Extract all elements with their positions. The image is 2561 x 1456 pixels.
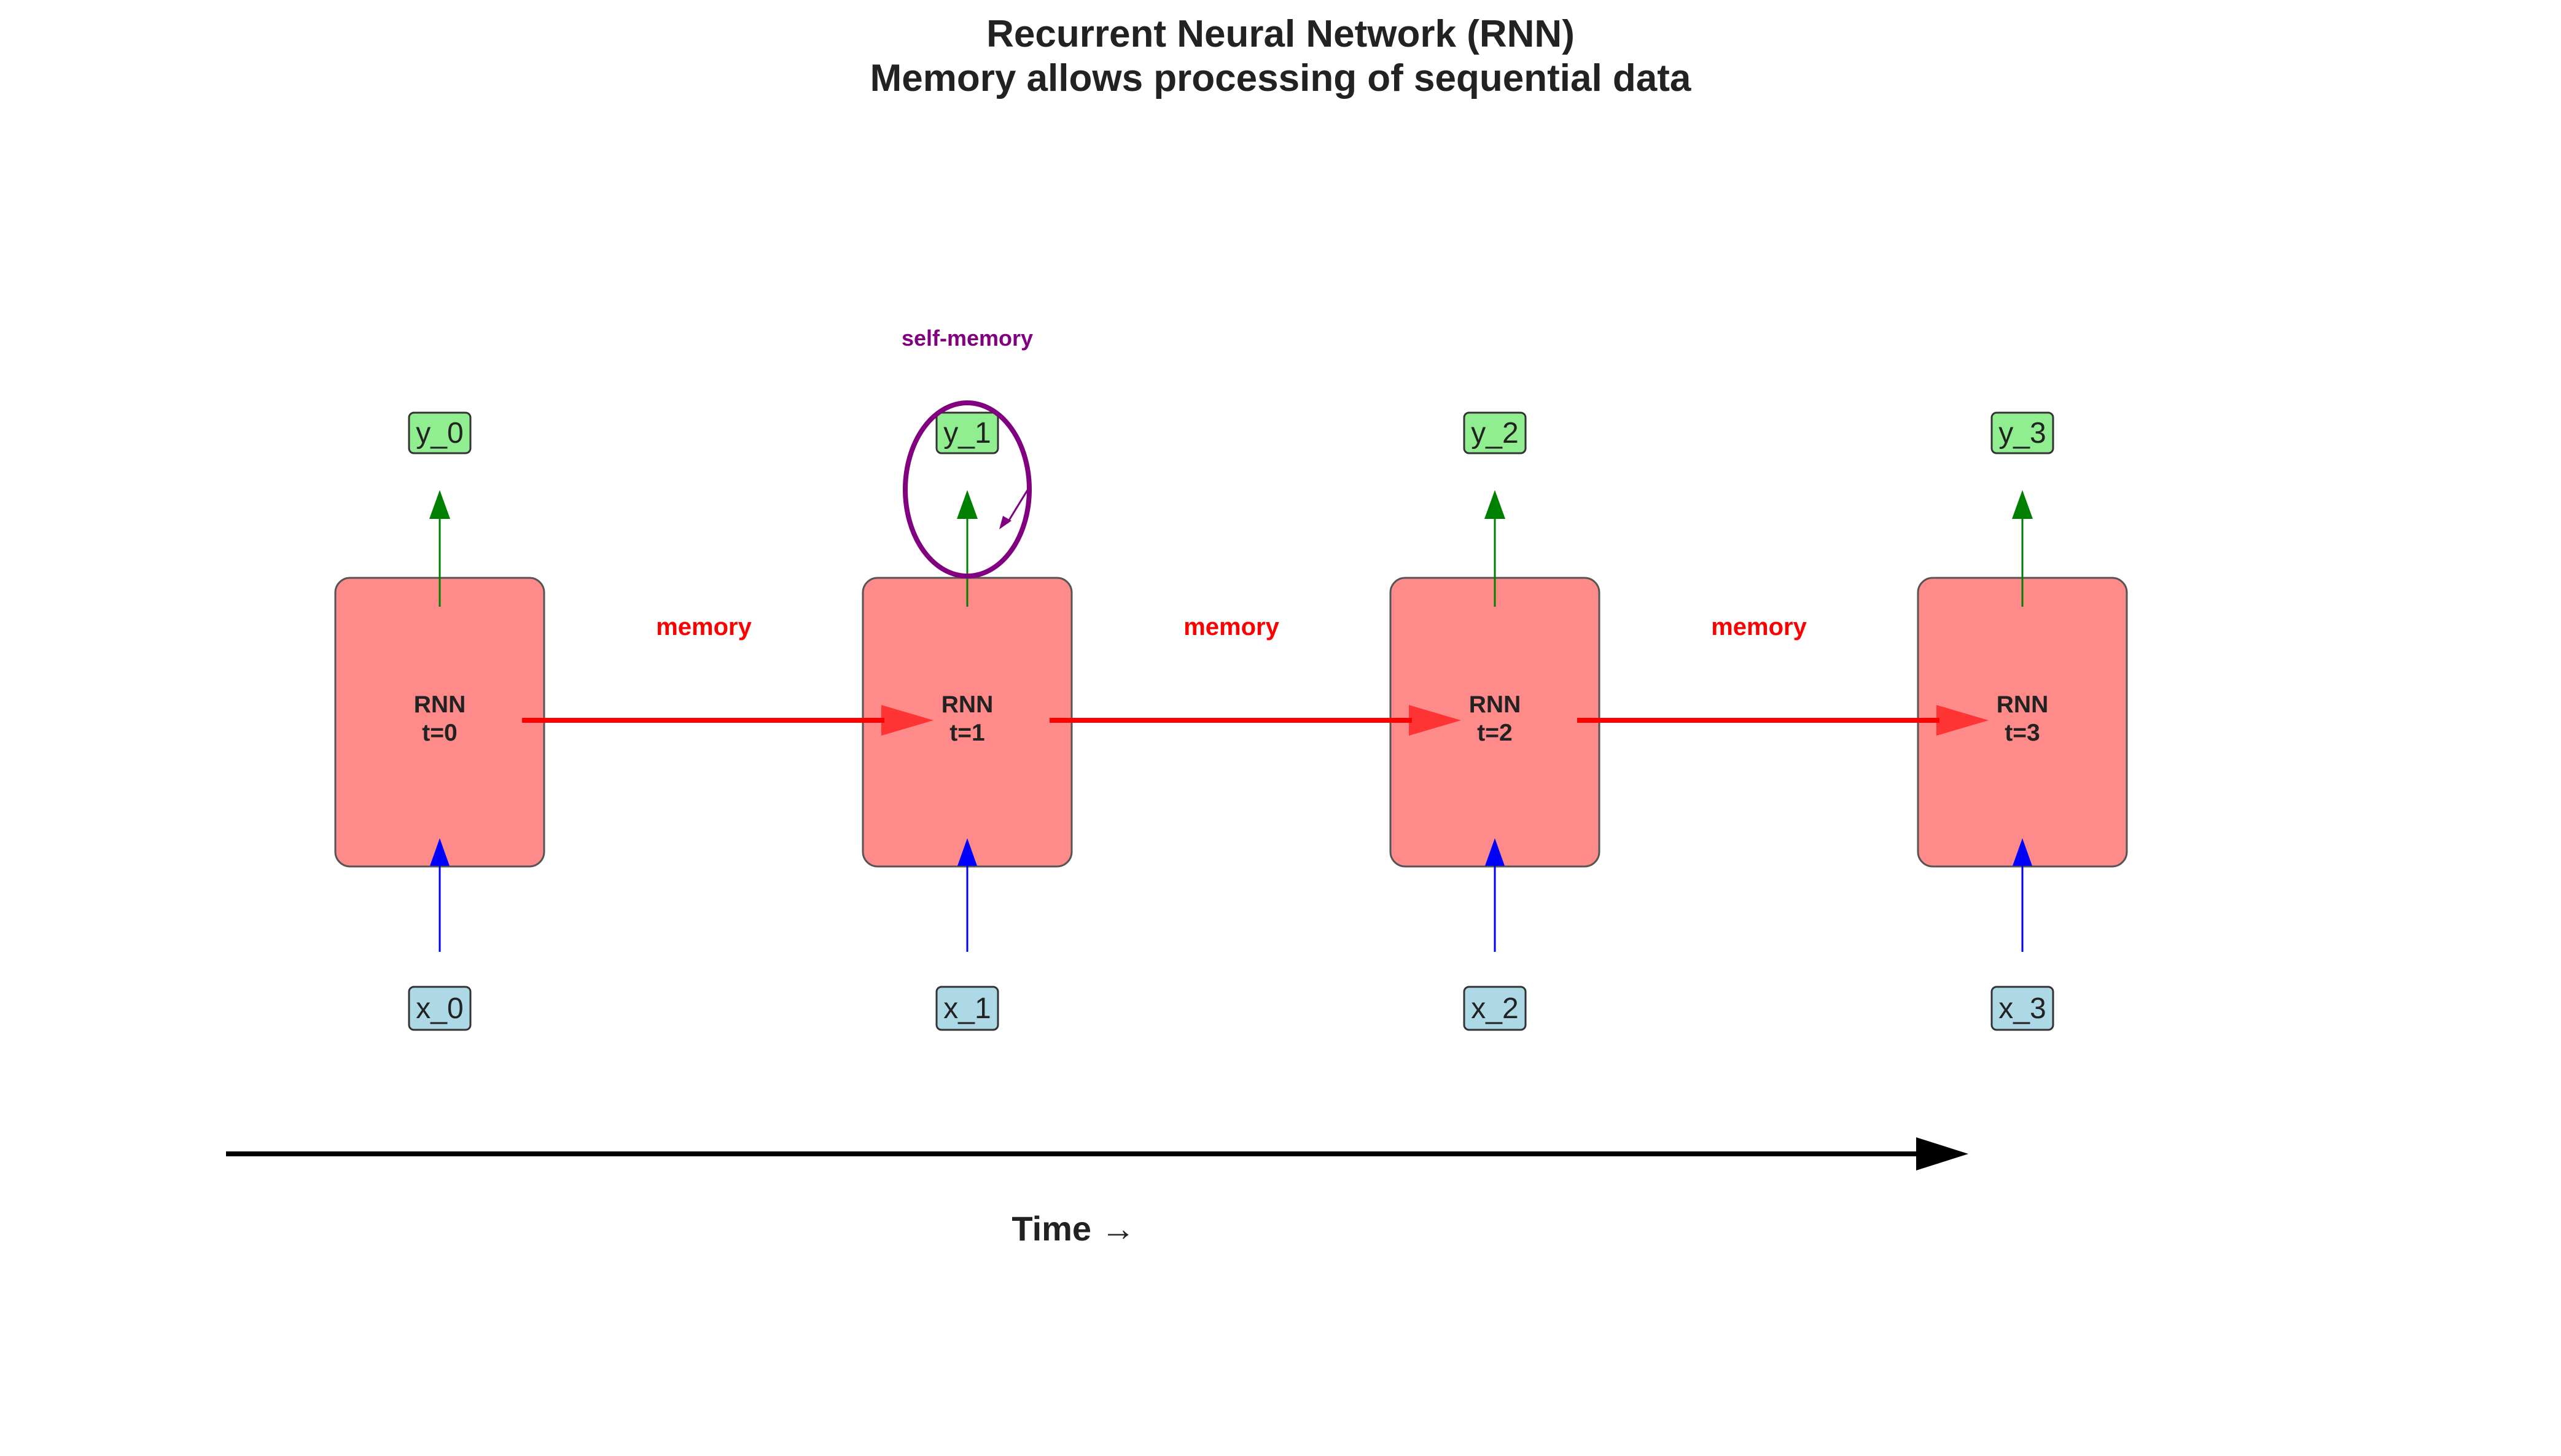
rnn-cell-label: RNN	[1469, 691, 1521, 718]
memory-label: memory	[656, 613, 752, 640]
rnn-cell-label: RNN	[1997, 691, 2049, 718]
rnn-time-label: t=0	[422, 720, 457, 746]
rnn-cell-label: RNN	[941, 691, 994, 718]
memory-arrow-head	[1409, 705, 1461, 736]
memory-label: memory	[1711, 613, 1807, 640]
rnn-time-label: t=1	[949, 720, 984, 746]
memory-link: memory	[1577, 613, 1989, 736]
output-box	[1463, 411, 1527, 454]
memory-link: memory	[522, 613, 934, 736]
rnn-step: RNN t=0 x_0 y_0	[334, 411, 545, 1031]
rnn-time-label: t=3	[2005, 720, 2040, 746]
time-axis-label: Time →	[1012, 1209, 1135, 1248]
output-arrow-head	[1484, 490, 1505, 519]
self-memory-arrow-head	[999, 516, 1012, 529]
rnn-cell-label: RNN	[414, 691, 466, 718]
output-label: y_0	[416, 417, 463, 450]
output-arrow-head	[429, 490, 450, 519]
input-box	[935, 986, 999, 1031]
output-label: y_2	[1471, 417, 1518, 450]
input-arrow-head	[430, 838, 450, 866]
memory-link: memory	[1050, 613, 1461, 736]
memory-label: memory	[1183, 613, 1279, 640]
input-box	[408, 986, 472, 1031]
input-label: x_2	[1471, 992, 1518, 1025]
time-axis: Time →	[226, 1137, 1968, 1248]
input-label: x_0	[416, 992, 463, 1025]
input-label: x_1	[943, 992, 991, 1025]
diagram-subtitle: Memory allows processing of sequential d…	[870, 57, 1691, 99]
diagram-title: Recurrent Neural Network (RNN)	[986, 13, 1575, 55]
input-label: x_3	[1998, 992, 2046, 1025]
output-box	[935, 411, 999, 454]
self-memory-loop: self-memory	[902, 325, 1033, 578]
input-box	[1463, 986, 1527, 1031]
input-arrow-head	[2013, 838, 2032, 866]
input-arrow-head	[957, 838, 977, 866]
output-label: y_3	[1998, 417, 2046, 450]
output-arrow-head	[957, 490, 978, 519]
rnn-step: RNN t=3 x_3 y_3	[1917, 411, 2128, 1031]
self-memory-label: self-memory	[902, 325, 1033, 351]
input-box	[1990, 986, 2054, 1031]
self-memory-ellipse	[903, 400, 1032, 578]
memory-arrow-head	[881, 705, 934, 736]
output-box	[1990, 411, 2054, 454]
output-arrow-head	[2012, 490, 2033, 519]
output-label: y_1	[943, 417, 991, 450]
rnn-time-label: t=2	[1477, 720, 1512, 746]
output-box	[408, 411, 472, 454]
input-arrow-head	[1485, 838, 1505, 866]
self-memory-arrow	[1006, 485, 1032, 524]
memory-arrow-head	[1936, 705, 1989, 736]
time-axis-arrow-head	[1916, 1137, 1968, 1170]
